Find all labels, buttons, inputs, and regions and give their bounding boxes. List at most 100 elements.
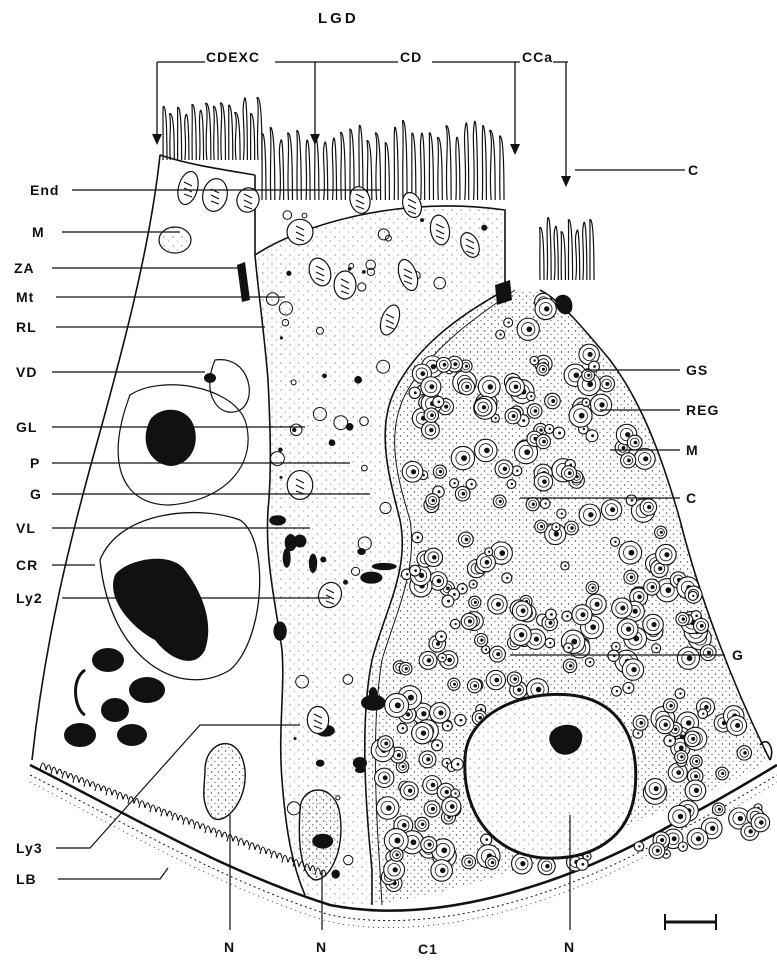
- secretory-granule: [537, 363, 549, 375]
- vesicle: [302, 213, 307, 218]
- secretory-granule: [626, 495, 637, 506]
- secretory-granule: [426, 494, 440, 508]
- secretory-granule: [415, 817, 429, 831]
- secretory-granule: [485, 548, 493, 556]
- microvillus: [438, 137, 443, 200]
- secretory-granule: [716, 767, 729, 780]
- secretory-granule: [585, 658, 594, 667]
- secretory-granule: [569, 404, 592, 427]
- figure-title: LGD: [318, 12, 359, 26]
- secretory-granule: [563, 659, 577, 673]
- secretory-granule: [576, 858, 588, 870]
- microvillus: [500, 136, 504, 200]
- secretory-granule: [634, 842, 644, 852]
- secretory-granule: [450, 619, 459, 628]
- microvillus: [465, 123, 469, 200]
- secretory-granule: [489, 646, 505, 662]
- label-vl: VL: [16, 521, 36, 535]
- infolding: [95, 784, 106, 791]
- secretory-granule: [512, 601, 531, 620]
- secretory-granule: [477, 553, 496, 572]
- granule: [343, 580, 348, 585]
- secretory-granule: [410, 565, 421, 576]
- secretory-granule: [458, 532, 473, 547]
- label-ly2: Ly2: [16, 591, 43, 605]
- secretory-granule: [535, 520, 548, 533]
- label-p: P: [30, 456, 40, 470]
- secretory-granule: [553, 427, 565, 439]
- granule: [354, 376, 362, 384]
- microvillus: [575, 230, 579, 280]
- secretory-granule: [540, 499, 550, 509]
- microvillus: [412, 133, 416, 200]
- microvillus: [270, 127, 275, 200]
- label-cdexc: CDEXC: [206, 50, 260, 64]
- secretory-granule: [656, 716, 674, 734]
- secretory-granule: [611, 537, 620, 546]
- secretory-granule: [624, 570, 638, 584]
- secretory-granule: [557, 509, 566, 518]
- infolding: [194, 822, 205, 829]
- secretory-granule: [685, 780, 706, 801]
- granule: [320, 556, 326, 562]
- secretory-granule: [579, 504, 600, 525]
- microvillus: [421, 133, 425, 200]
- vesicle-m: [159, 227, 191, 253]
- secretory-granule: [517, 318, 539, 340]
- secretory-granule: [475, 439, 498, 462]
- secretory-granule: [634, 448, 655, 469]
- secretory-granule: [450, 479, 459, 488]
- label-g-left: G: [30, 487, 42, 501]
- secretory-granule: [485, 856, 498, 869]
- secretory-granule: [469, 580, 477, 588]
- microvillus: [213, 106, 218, 160]
- granule: [481, 225, 487, 231]
- infolding: [205, 826, 216, 833]
- scale-bar: [665, 914, 716, 930]
- label-gl: GL: [16, 420, 37, 434]
- microvillus: [583, 222, 587, 280]
- secretory-granule: [461, 613, 477, 629]
- apical-vacuole: [210, 360, 250, 413]
- secretory-granule: [430, 703, 451, 724]
- secretory-granule: [612, 686, 622, 696]
- secretory-granule: [376, 797, 399, 820]
- secretory-granule: [627, 435, 642, 450]
- microvillus: [568, 220, 572, 280]
- secretory-granule: [677, 647, 699, 669]
- secretory-granule: [640, 499, 657, 516]
- dense-body: [309, 554, 317, 573]
- infolding: [150, 805, 161, 812]
- microvillus: [554, 226, 558, 280]
- mitochondrion: [174, 169, 201, 206]
- secretory-granule: [582, 398, 590, 406]
- secretory-granule: [561, 466, 576, 481]
- microvillus: [178, 107, 182, 160]
- secretory-granule: [412, 722, 433, 743]
- secretory-granule: [643, 614, 664, 635]
- secretory-granule: [561, 562, 569, 570]
- dense-body: [372, 563, 397, 570]
- microvillus: [306, 140, 310, 200]
- infolding: [249, 843, 260, 850]
- secretory-granule: [488, 595, 508, 615]
- secretory-granule: [712, 803, 725, 816]
- secretory-granule: [451, 758, 463, 770]
- secretory-granule: [384, 859, 405, 880]
- infolding: [73, 776, 84, 783]
- dense-body: [273, 621, 286, 640]
- microvillus: [403, 121, 408, 200]
- infolding: [216, 830, 227, 837]
- mitochondrion: [287, 219, 314, 245]
- infolding: [271, 851, 282, 858]
- secretory-granule: [623, 682, 634, 693]
- infolding: [62, 771, 73, 778]
- right-nucleus: [465, 694, 636, 858]
- secretory-granule: [421, 377, 441, 397]
- dense-body: [369, 687, 378, 700]
- dense-body: [331, 869, 339, 878]
- mitochondrion: [334, 271, 356, 299]
- secretory-granule: [652, 644, 661, 653]
- granule: [329, 439, 336, 446]
- label-m-right: M: [686, 443, 699, 457]
